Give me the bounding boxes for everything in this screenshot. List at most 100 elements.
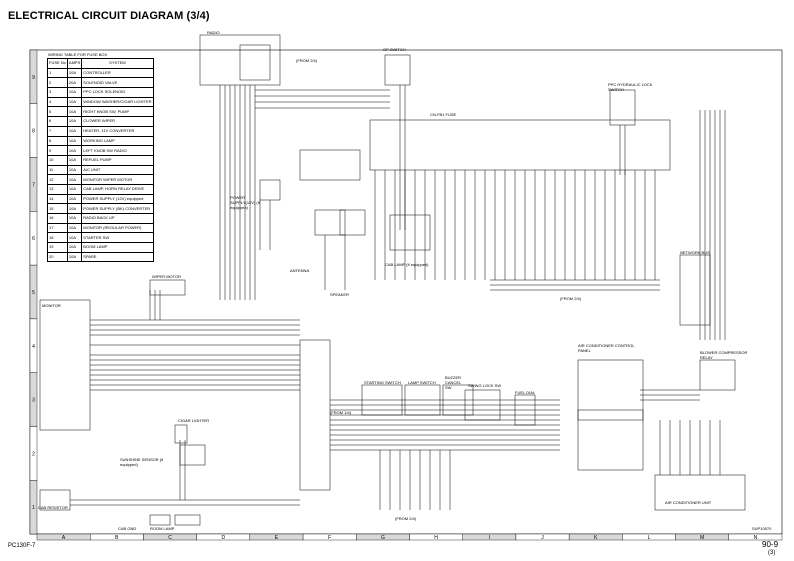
zone-column-label: F (328, 535, 331, 541)
lamp-switch-label: LAMP SWITCH (408, 380, 436, 385)
zone-column-label: E (275, 535, 279, 541)
fuse-no: 15 (47, 203, 68, 214)
fuse-no: 16 (47, 213, 68, 224)
fuse-system: HEATER, 11V CONVERTER (81, 125, 154, 137)
fuse-amps: 10A (66, 251, 83, 263)
fuse-system: POWER SUPPLY (BK) CONVERTER (81, 203, 154, 214)
zone-row-label: 4 (32, 344, 35, 350)
fuse-amps: 20A (66, 77, 83, 89)
fuse-header-no: FUSE No (47, 58, 68, 69)
cigar-lighter-label: CIGAR LIGHTER (178, 418, 210, 423)
fuse-no: 10 (47, 154, 68, 166)
fuel-dial-label: FUEL DIAL (515, 390, 536, 395)
fuse-no: 20 (47, 251, 68, 263)
fuse-system: LEFT KNOB SW RADIO (81, 145, 154, 156)
fuse-header-system: SYSTEM (81, 58, 154, 69)
fuse-amps: 10A (66, 135, 83, 147)
fuse-system: POWER SUPPLY (12V) equipped (81, 193, 154, 205)
fuse-amps: 10A (66, 116, 83, 127)
fuse-no: 2 (47, 77, 68, 89)
fuse-no: 19 (47, 242, 68, 253)
power-supply-label: POWER SUPPLY(12V) (if equipped) (230, 195, 260, 210)
fuse-amps: 10A (66, 106, 83, 118)
zone-row-label: 7 (32, 182, 35, 188)
fuse-no: 4 (47, 96, 68, 108)
fuse-system: RIGHT KNOB SW, PUMP (81, 106, 154, 118)
fuse-no: 9 (47, 145, 68, 156)
zone-row-label: 9 (32, 75, 35, 81)
fuse-no: 6 (47, 116, 68, 127)
monitor-label: MONITOR (42, 303, 61, 308)
zone-row-label: 5 (32, 290, 35, 296)
fuse-amps: 10A (66, 193, 83, 205)
fuse-amps: 10A (66, 183, 83, 195)
radio-label: RADIO (207, 30, 220, 35)
page-sub: (3) (768, 550, 776, 556)
fuse-amps: 10A (66, 96, 83, 108)
network-bus-label: NETWORK BUS (680, 250, 710, 255)
fuse-system: SOLENOID VALVE (81, 77, 154, 89)
zone-column-label: I (489, 535, 490, 541)
zone-column-label: J (541, 535, 544, 541)
fuse-system: WINDOW WASHER/CIGAR LIGHTER (81, 96, 154, 108)
fuse-header-amps: AMPS (66, 58, 83, 69)
fuse-no: 12 (47, 174, 68, 185)
fuse-no: 1 (47, 67, 68, 79)
ppc-lock-label: PPC HYDRAULIC LOCK SWITCH (608, 82, 653, 92)
fuse-amps: 10A (66, 213, 83, 224)
fuse-system: BOOM LAMP (81, 242, 154, 253)
swing-lock-label: SWING LOCK SW (468, 383, 502, 388)
fuse-amps: 10A (66, 242, 83, 253)
blower-relay-label: BLOWER COMPRESSOR RELAY (700, 350, 748, 360)
zone-row-band (29, 480, 38, 535)
fuse-system: REFUEL PUMP (81, 154, 154, 166)
antenna-label: ANTENNA (290, 268, 310, 273)
fuse-no: 14 (47, 193, 68, 205)
fuse-system: STARTER SW (81, 232, 154, 244)
fuse-no: 13 (47, 183, 68, 195)
room-lamp-label: ROOM LAMP (150, 526, 175, 531)
zone-column-label: M (700, 535, 704, 541)
cab-gnd-label: CAB GND (118, 526, 137, 531)
model-label: PC130F-7 (8, 543, 36, 549)
from-label-2: (FROM 2/4) (560, 296, 582, 301)
fuse-no: 17 (47, 222, 68, 234)
page-title: ELECTRICAL CIRCUIT DIAGRAM (3/4) (8, 10, 210, 22)
fuse-system: MONITOR (REGULAR POWER) (81, 222, 154, 234)
speaker-label: SPEAKER (330, 292, 349, 297)
fuse-amps: 10A (66, 154, 83, 166)
buzzer-cancel-label: BUZZER CANCEL SW (445, 375, 462, 390)
wiring (39, 34, 746, 526)
fuse-table-caption: WIRING TABLE FOR FUSE BOX (48, 52, 108, 57)
zone-column-label: C (168, 535, 172, 541)
from-label-4: (FROM 2/4) (395, 516, 417, 521)
fuse-amps: 10A (66, 222, 83, 234)
fuse-amps: 10A (66, 232, 83, 244)
fuse-system: CLOWER WIPER (81, 116, 154, 127)
zone-column-label: D (221, 535, 225, 541)
fuse-amps: 10A (66, 125, 83, 137)
fuse-system: SPARE (81, 251, 154, 263)
starting-switch-label: STARTING SWITCH (364, 380, 401, 385)
fuse-no: 5 (47, 106, 68, 118)
fuse-amps: 10A (66, 164, 83, 176)
fuse-block-label: CN-FB1 FUSE (430, 112, 457, 117)
zone-row-label: 6 (32, 236, 35, 242)
wiper-motor-label: WIPER MOTOR (152, 274, 182, 279)
from-label-3: (FROM 1/4) (330, 410, 352, 415)
